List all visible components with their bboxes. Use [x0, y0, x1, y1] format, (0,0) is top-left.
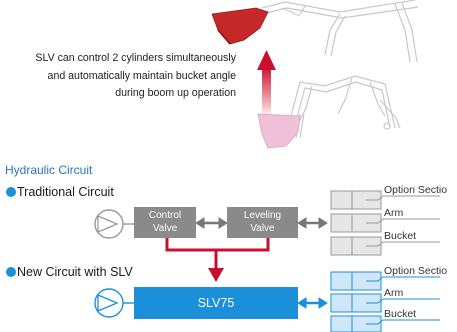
new-cylinder-arm-label: Arm	[384, 287, 404, 299]
boom-up-arrow	[257, 50, 276, 126]
traditional-cylinder-bucket-label: Bucket	[384, 230, 417, 242]
bucket-lowered	[257, 113, 301, 149]
bullet-icon	[6, 187, 16, 197]
slv75-box: SLV75	[134, 287, 298, 319]
cylinder-leader-lines-new	[366, 276, 440, 325]
traditional-cylinder-arm-label: Arm	[384, 207, 404, 219]
pump-icon-new	[94, 288, 134, 318]
new-cylinder-option-label: Option Sectio	[384, 265, 448, 277]
bucket-raised	[211, 7, 269, 45]
control-valve-box: Control Valve	[134, 207, 196, 238]
bullet-icon	[6, 267, 16, 277]
pump-icon-traditional	[94, 209, 134, 239]
new-circuit-title-text: New Circuit with SLV	[17, 265, 133, 279]
excavator-arm-lowered	[289, 75, 401, 139]
excavator-arm-raised	[261, 0, 419, 63]
description-line-1: SLV can control 2 cylinders simultaneous…	[35, 52, 236, 64]
new-circuit-title: New Circuit with SLV	[6, 265, 133, 279]
traditional-cylinder-option-label: Option Sectio	[384, 184, 448, 196]
transition-arrow	[165, 238, 270, 270]
cylinder-stack-new	[330, 271, 382, 332]
slv-description: SLV can control 2 cylinders simultaneous…	[0, 50, 236, 103]
transition-arrowhead	[208, 268, 224, 282]
control-valve-line-2: Valve	[152, 222, 178, 234]
leveling-valve-line-2: Valve	[250, 222, 275, 234]
cylinder-leader-lines-traditional	[366, 195, 440, 247]
cylinder-stack-traditional	[330, 190, 382, 256]
leveling-valve-line-1: Leveling	[243, 210, 282, 221]
traditional-circuit-title-text: Traditional Circuit	[17, 185, 114, 199]
double-arrow-to-cylinders-new	[297, 297, 328, 309]
description-line-2: and automatically maintain bucket angle	[47, 69, 236, 82]
double-arrow-valves	[195, 217, 228, 229]
new-cylinder-bucket-label: Bucket	[384, 308, 417, 320]
section-title: Hydraulic Circuit	[5, 163, 93, 177]
description-line-3: during boom up operation	[115, 87, 236, 99]
leveling-valve-box: Leveling Valve	[227, 207, 298, 238]
control-valve-line-1: Control	[148, 210, 182, 221]
double-arrow-to-cylinders-traditional	[297, 217, 328, 229]
traditional-circuit-title: Traditional Circuit	[6, 185, 114, 199]
